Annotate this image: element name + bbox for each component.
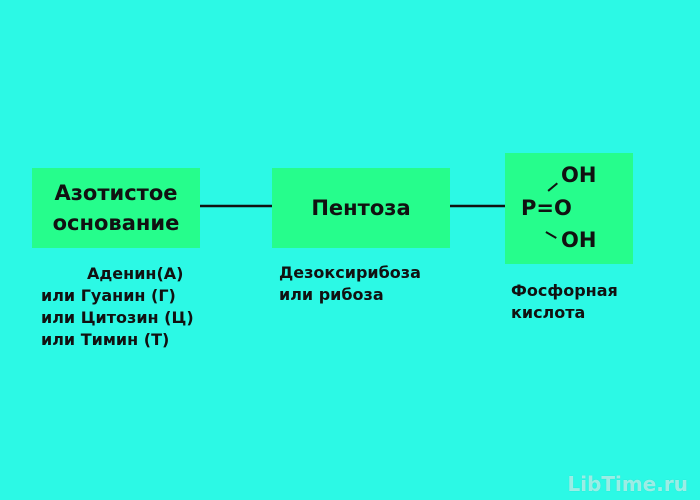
base-caption-line: Аденин(А) — [87, 264, 184, 283]
bond-bottom — [545, 231, 557, 239]
p-double-bond-o: P=O — [521, 196, 572, 220]
base-title-line2: основание — [52, 211, 180, 235]
watermark-logo: LibTime.ru — [567, 472, 688, 496]
base-caption-line: или Цитозин (Ц) — [41, 308, 194, 327]
pentose-title: Пентоза — [311, 196, 411, 220]
nitrogenous-base-box: Азотистое основание — [32, 168, 200, 248]
pentose-box: Пентоза — [272, 168, 450, 248]
phosphoric-acid-box: OH P=O OH — [505, 153, 633, 264]
base-caption-line: или Тимин (Т) — [41, 330, 170, 349]
phosphate-caption-line: кислота — [511, 303, 586, 322]
phosphate-caption-line: Фосфорная — [511, 281, 618, 300]
pentose-caption-line: Дезоксирибоза — [279, 263, 421, 282]
pentose-caption-line: или рибоза — [279, 285, 384, 304]
base-caption-line: или Гуанин (Г) — [41, 286, 176, 305]
bond-top — [547, 182, 558, 192]
oh-group-top: OH — [561, 163, 597, 187]
phosphate-caption: Фосфорная кислота — [511, 280, 618, 324]
base-title-line1: Азотистое — [54, 181, 178, 205]
oh-group-bottom: OH — [561, 228, 597, 252]
base-caption: Аденин(А) или Гуанин (Г) или Цитозин (Ц)… — [41, 263, 194, 351]
pentose-caption: Дезоксирибоза или рибоза — [279, 262, 421, 306]
